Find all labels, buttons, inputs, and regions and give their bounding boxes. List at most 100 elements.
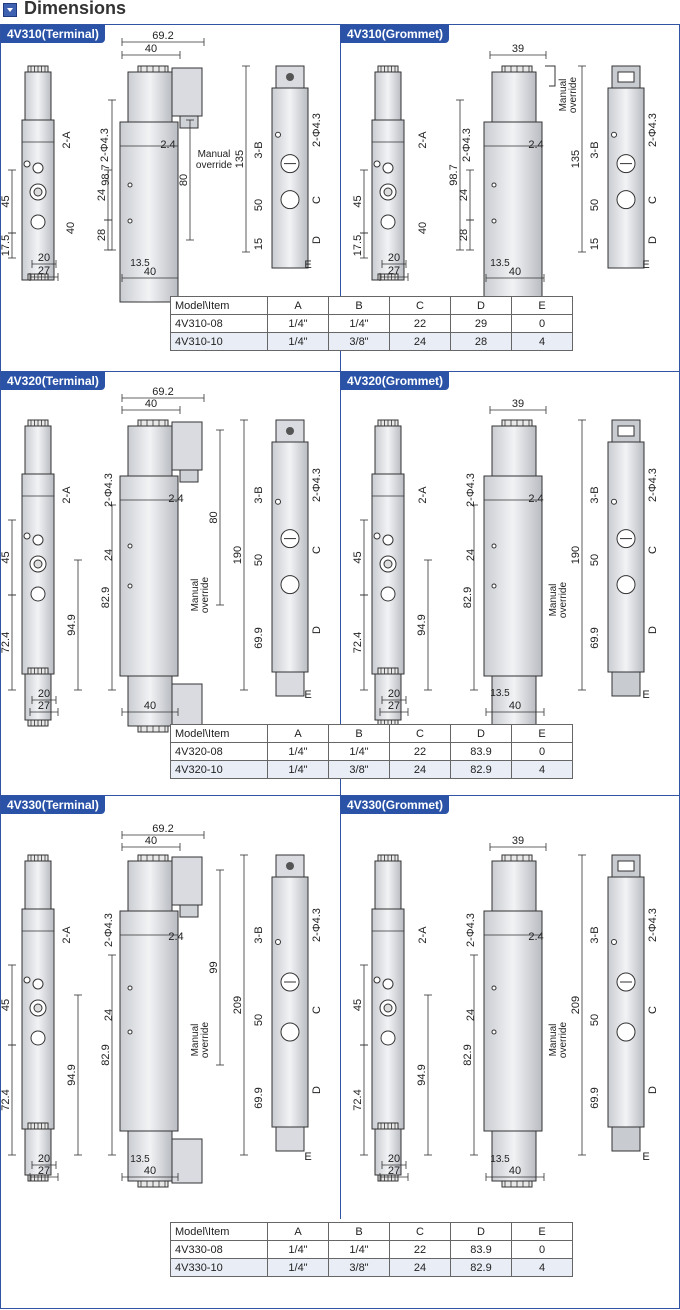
mount-hole	[275, 498, 281, 505]
section-label-4v320-grommet: 4V320(Grommet)	[341, 372, 450, 390]
table-cell: 1/4"	[267, 1258, 329, 1277]
mount-hole	[491, 218, 497, 224]
table-cell: 4V330-08	[170, 1240, 268, 1259]
dimension-label: Manual	[548, 1024, 559, 1057]
section-label-4v320-terminal: 4V320(Terminal)	[1, 372, 105, 390]
terminal-box	[171, 67, 203, 117]
valve-body	[119, 475, 179, 677]
dimension-label: 28	[458, 229, 470, 241]
dimension-label: 50	[253, 199, 265, 211]
dimension-label: C	[647, 196, 659, 204]
table-header-row: Model\Item A B C D E	[170, 724, 573, 743]
terminal-box	[171, 421, 203, 471]
dimension-label: 27	[38, 700, 50, 712]
valve-body	[271, 441, 309, 673]
dimension-label: 20	[388, 252, 400, 264]
port-r	[30, 214, 46, 230]
port-p-inner	[383, 559, 393, 569]
mount-hole	[127, 1029, 133, 1035]
terminal-block-lower	[275, 1126, 305, 1152]
dimension-label: 2-A	[61, 131, 73, 149]
dimension-label: 2-A	[61, 486, 73, 504]
port-p-inner	[383, 1003, 393, 1013]
dimension-label: 72.4	[0, 632, 12, 653]
mount-hole	[491, 985, 497, 991]
valve-body	[21, 908, 55, 1130]
table-cell: 82.9	[450, 760, 512, 779]
dimension-label: 40	[144, 1165, 156, 1177]
dimension-label: 2.4	[168, 931, 183, 943]
table-cell: 0	[511, 742, 573, 761]
dimension-label: Manual	[548, 584, 559, 617]
table-cell: 83.9	[450, 1240, 512, 1259]
solenoid-coil	[374, 71, 402, 121]
dimension-label: 50	[253, 1014, 265, 1026]
dimension-label: 2-Φ4.3	[647, 113, 659, 147]
dimension-label: Manual	[190, 1024, 201, 1057]
dimension-label: 80	[208, 511, 220, 523]
dimension-label: 27	[388, 700, 400, 712]
solenoid-coil-lower	[24, 1128, 52, 1176]
table-cell: 3/8"	[328, 332, 390, 351]
table-cell: 24	[389, 332, 451, 351]
port-r	[30, 1030, 46, 1046]
table-cell: 1/4"	[267, 760, 329, 779]
dimension-label: C	[647, 1006, 659, 1014]
dimension-label: 3-B	[589, 141, 601, 158]
table-cell: 22	[389, 742, 451, 761]
dimension-label: 20	[388, 688, 400, 700]
port-p-inner	[33, 559, 43, 569]
table-cell: 3/8"	[328, 760, 390, 779]
table-header-cell: Model\Item	[170, 296, 268, 315]
table-cell: 1/4"	[267, 314, 329, 333]
dimension-label: 82.9	[100, 1044, 112, 1065]
table-header-cell: A	[267, 1222, 329, 1241]
table-header-cell: D	[450, 724, 512, 743]
port-r	[30, 586, 46, 602]
mount-hole	[275, 939, 281, 945]
dimension-label: 45	[0, 999, 12, 1011]
table-header-cell: C	[389, 724, 451, 743]
table-row: 4V310-10 1/4" 3/8" 24 28 4	[170, 332, 573, 351]
section-label-4v310-grommet: 4V310(Grommet)	[341, 25, 450, 43]
dimension-label: 20	[38, 252, 50, 264]
solenoid-coil	[127, 860, 173, 912]
dimension-label: C	[647, 546, 659, 554]
table-cell: 29	[450, 314, 512, 333]
dimension-label: override	[568, 77, 579, 114]
table-cell: 4V320-08	[170, 742, 268, 761]
dimension-label: 94.9	[416, 1064, 428, 1085]
valve-body	[21, 473, 55, 675]
dimension-label: 2-Φ4.3	[647, 468, 659, 502]
dimension-label: 190	[570, 546, 582, 564]
table-row: 4V320-10 1/4" 3/8" 24 82.9 4	[170, 760, 573, 779]
dimension-label: C	[311, 196, 323, 204]
table-row: 4V310-08 1/4" 1/4" 22 29 0	[170, 314, 573, 333]
dimension-label: 45	[0, 551, 12, 563]
mount-hole	[611, 939, 617, 945]
dimension-label: 2-A	[417, 486, 429, 504]
port-a	[32, 162, 44, 174]
dimension-label: C	[311, 546, 323, 554]
dimension-label: 98.7	[100, 164, 112, 185]
dimension-label: 15	[253, 238, 265, 250]
mount-hole	[275, 131, 281, 138]
port-a	[382, 534, 394, 546]
dimension-label: 2.4	[528, 139, 543, 151]
table-header-cell: C	[389, 1222, 451, 1241]
port-a2	[616, 1022, 636, 1042]
dimension-label: 24	[465, 1009, 477, 1021]
connector-pins	[617, 71, 635, 83]
collapse-icon[interactable]	[3, 3, 17, 17]
valve-body	[119, 910, 179, 1132]
section-label-4v330-grommet: 4V330(Grommet)	[341, 796, 450, 814]
dimension-label: 24	[458, 189, 470, 201]
dimension-label: 72.4	[352, 632, 364, 653]
dimension-label: 209	[570, 996, 582, 1014]
terminal-box-lower	[171, 683, 203, 729]
dimension-label: 13.5	[130, 258, 150, 269]
mount-hole	[373, 976, 381, 984]
table-cell: 4V310-10	[170, 332, 268, 351]
dimension-label: 2-Φ4.3	[465, 913, 477, 947]
